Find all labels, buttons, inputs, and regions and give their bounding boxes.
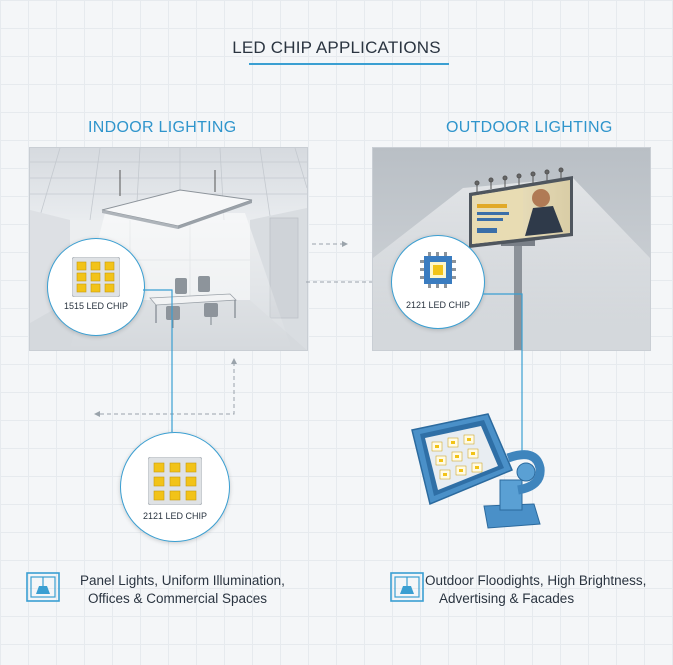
indoor-chip-label: 1515 LED CHIP <box>63 301 129 311</box>
arrow-head-icon <box>231 358 237 364</box>
outdoor-chip-label: 2121 LED CHIP <box>405 300 471 310</box>
arrow-head-icon <box>342 241 348 247</box>
indoor-caption-line2: Offices & Commercial Spaces <box>88 591 268 606</box>
page-title: LED CHIP APPLICATIONS <box>232 38 441 57</box>
title-underline <box>249 63 449 65</box>
indoor-caption-line1: Panel Lights, Uniform Illumination, <box>80 573 285 588</box>
lower-chip-label: 2121 LED CHIP <box>142 511 208 521</box>
indoor-heading: INDOOR LIGHTING <box>88 119 237 136</box>
outdoor-caption-line2: Advertising & Facades <box>439 591 575 606</box>
chip-link-line <box>143 289 173 432</box>
led-chip-icon <box>72 257 120 297</box>
panel-light-icon <box>26 572 60 602</box>
outdoor-heading: OUTDOOR LIGHTING <box>446 119 613 136</box>
arrow-head-icon <box>94 411 100 417</box>
indoor-chip-callout: 1515 LED CHIP <box>47 238 145 336</box>
panel-light-icon <box>390 572 424 602</box>
led-chip-icon <box>420 252 456 288</box>
led-chip-icon <box>148 457 202 505</box>
lower-chip-callout: 2121 LED CHIP <box>120 432 230 542</box>
outdoor-chip-callout: 2121 LED CHIP <box>391 235 485 329</box>
chip-link-line <box>483 293 523 455</box>
dashed-connector <box>98 362 235 415</box>
floodlight-icon <box>411 413 545 529</box>
floodlight-illustration <box>411 413 545 529</box>
outdoor-caption-line1: Outdoor Floodights, High Brightness, <box>425 573 647 588</box>
